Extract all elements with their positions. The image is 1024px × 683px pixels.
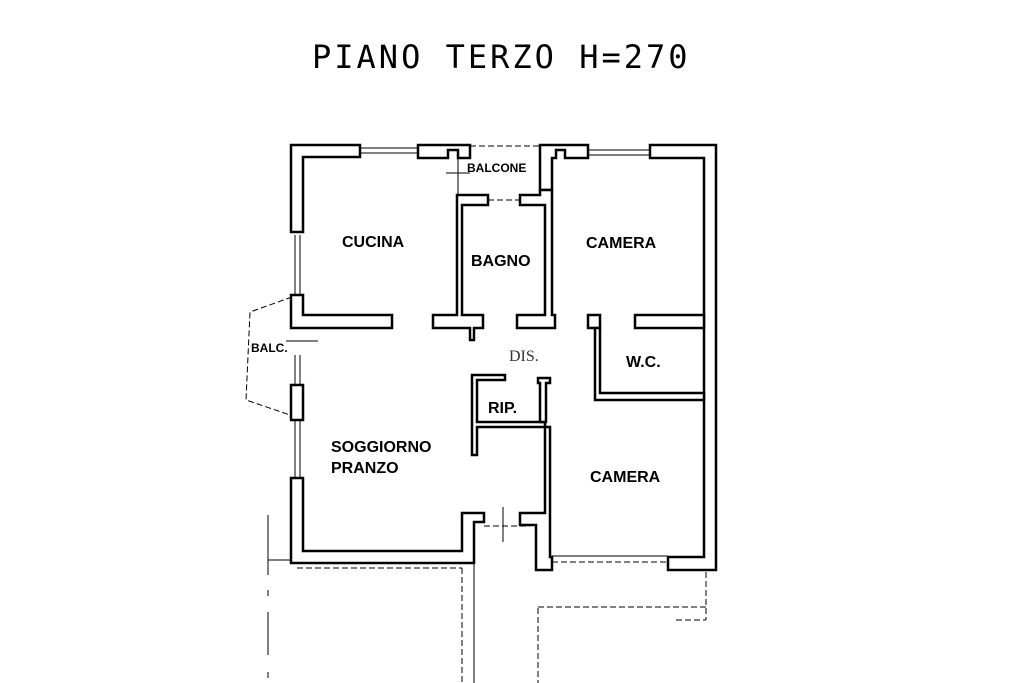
label-balcone: BALCONE bbox=[467, 161, 526, 175]
plan-title: PIANO TERZO H=270 bbox=[312, 38, 691, 76]
label-rip: RIP. bbox=[488, 400, 517, 417]
balcony-left bbox=[245, 296, 318, 416]
label-wc: W.C. bbox=[626, 354, 661, 371]
label-bagno: BAGNO bbox=[471, 253, 531, 270]
label-pranzo: PRANZO bbox=[331, 460, 399, 477]
label-balc: BALC. bbox=[251, 341, 288, 355]
windows bbox=[294, 145, 650, 542]
label-camera-1: CAMERA bbox=[586, 235, 657, 252]
label-camera-2: CAMERA bbox=[590, 469, 661, 486]
room-labels: BALCONE CUCINA BAGNO CAMERA BALC. DIS. W… bbox=[251, 161, 661, 486]
label-cucina: CUCINA bbox=[342, 234, 405, 251]
label-dis: DIS. bbox=[509, 348, 539, 365]
outer-lines bbox=[267, 515, 707, 683]
walls bbox=[289, 143, 718, 572]
label-soggiorno: SOGGIORNO bbox=[331, 439, 431, 456]
